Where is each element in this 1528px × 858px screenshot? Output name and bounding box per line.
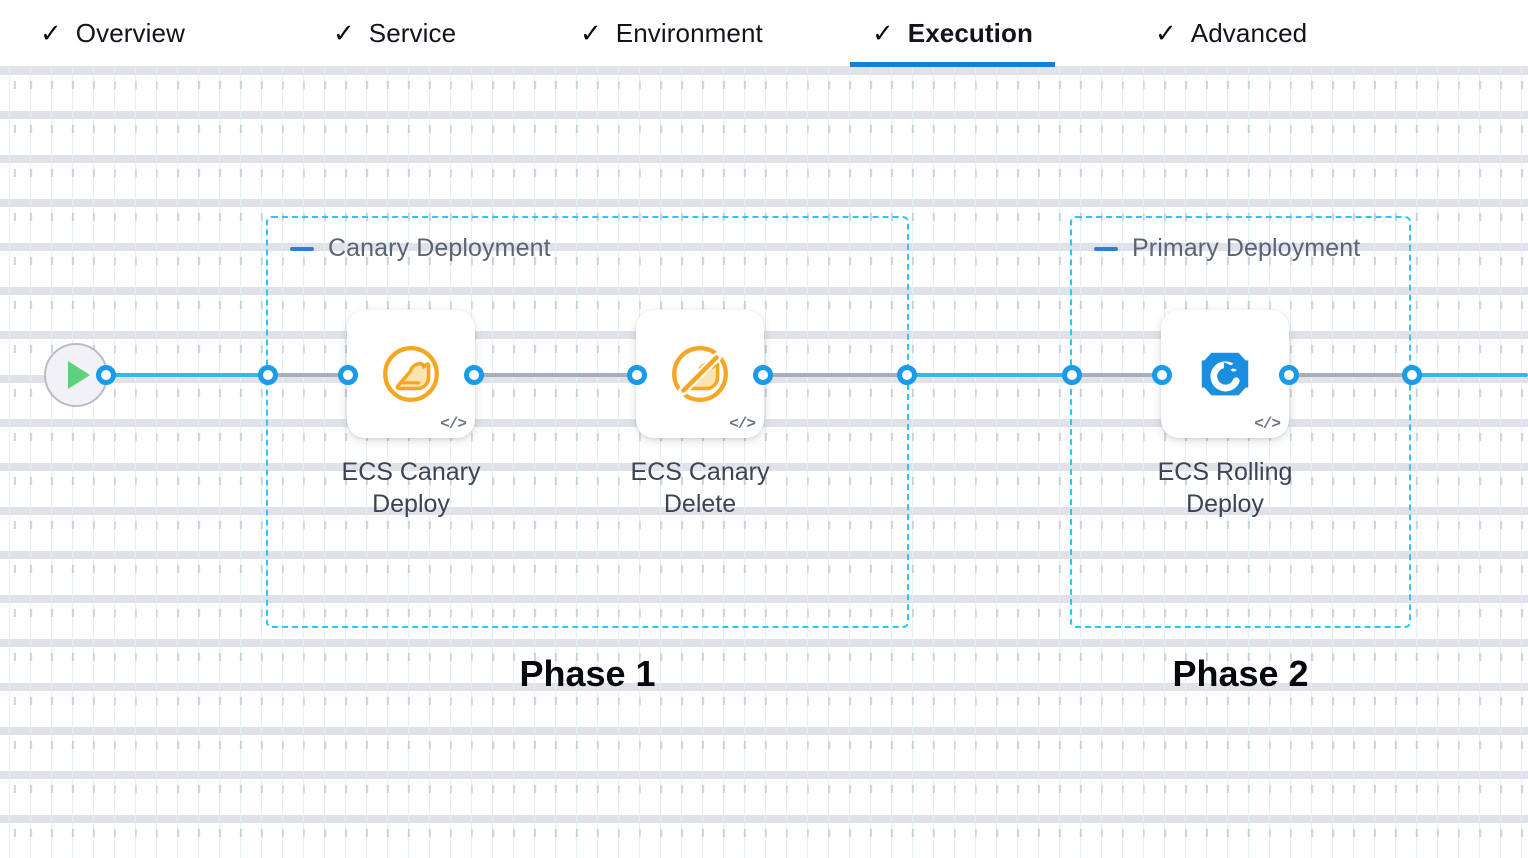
port-canary-delete-output[interactable] (753, 365, 773, 385)
check-icon: ✓ (333, 18, 355, 48)
edge-start-to-phase1 (104, 373, 276, 377)
port-phase1-entry[interactable] (258, 365, 278, 385)
tab-service[interactable]: ✓ Service (333, 0, 456, 67)
group-primary-deployment-title: Primary Deployment (1132, 234, 1361, 262)
check-icon: ✓ (1155, 18, 1177, 48)
port-phase1-exit[interactable] (897, 365, 917, 385)
tab-advanced-label: Advanced (1190, 17, 1308, 48)
port-phase2-entry[interactable] (1062, 365, 1082, 385)
step-ecs-canary-delete[interactable]: </> ECS Canary Delete (631, 310, 795, 520)
step-ecs-canary-delete-label: ECS Canary Delete (630, 458, 770, 518)
step-ecs-rolling-deploy-label: ECS Rolling Deploy (1157, 458, 1293, 518)
code-badge-icon[interactable]: </> (440, 415, 467, 433)
tab-execution-label: Execution (907, 17, 1033, 48)
edge-phase1-to-phase2 (908, 373, 1080, 377)
canary-bird-icon (383, 346, 439, 402)
port-rolling-deploy-input[interactable] (1152, 365, 1172, 385)
step-ecs-canary-deploy-card[interactable]: </> (347, 310, 475, 438)
step-ecs-canary-delete-card[interactable]: </> (636, 310, 764, 438)
code-badge-icon[interactable]: </> (1254, 415, 1281, 433)
edge-deploy-to-delete (478, 373, 644, 377)
group-primary-deployment-header: Primary Deployment (1094, 234, 1360, 263)
play-icon (68, 361, 90, 389)
canary-bird-delete-icon (672, 346, 728, 402)
tab-advanced[interactable]: ✓ Advanced (1155, 0, 1307, 67)
code-badge-icon[interactable]: </> (729, 415, 756, 433)
group-canary-deployment-title: Canary Deployment (328, 234, 551, 262)
tab-overview[interactable]: ✓ Overview (40, 0, 185, 67)
collapse-minus-icon[interactable] (1094, 246, 1118, 251)
step-ecs-canary-deploy-label: ECS Canary Deploy (341, 458, 481, 518)
tab-environment[interactable]: ✓ Environment (580, 0, 763, 67)
group-canary-deployment-header: Canary Deployment (290, 234, 551, 263)
port-phase2-exit[interactable] (1402, 365, 1422, 385)
check-icon: ✓ (872, 18, 894, 48)
phase-1-label: Phase 1 (519, 653, 656, 694)
tab-service-label: Service (368, 17, 457, 48)
check-icon: ✓ (40, 18, 62, 48)
edge-delete-to-phase1-exit (766, 373, 914, 377)
collapse-minus-icon[interactable] (290, 246, 314, 251)
step-ecs-canary-deploy[interactable]: </> ECS Canary Deploy (342, 310, 506, 520)
edge-phase2-exit-to-next (1412, 373, 1528, 377)
group-primary-deployment[interactable]: Primary Deployment (1070, 216, 1411, 628)
check-icon: ✓ (580, 18, 602, 48)
port-canary-deploy-output[interactable] (464, 365, 484, 385)
port-start-output[interactable] (96, 365, 116, 385)
tab-execution[interactable]: ✓ Execution (850, 0, 1055, 67)
group-canary-deployment[interactable]: Canary Deployment (266, 216, 909, 628)
tab-overview-label: Overview (75, 17, 185, 48)
phase-2-label: Phase 2 (1172, 653, 1309, 694)
ecs-rolling-deploy-icon (1201, 352, 1249, 396)
tab-environment-label: Environment (615, 17, 763, 48)
edge-phase1-entry-to-deploy (274, 373, 356, 377)
step-ecs-rolling-deploy[interactable]: </> ECS Rolling Deploy (1158, 310, 1320, 520)
wizard-tab-bar: ✓ Overview ✓ Service ✓ Environment ✓ Exe… (0, 0, 1528, 67)
port-canary-delete-input[interactable] (627, 365, 647, 385)
edge-rolling-to-phase2-exit (1292, 373, 1418, 377)
pipeline-canvas[interactable]: Canary Deployment Phase 1 Primary Deploy… (0, 67, 1528, 858)
edge-phase2-entry-to-rolling (1078, 373, 1168, 377)
step-ecs-rolling-deploy-card[interactable]: </> (1161, 310, 1289, 438)
port-rolling-deploy-output[interactable] (1279, 365, 1299, 385)
port-canary-deploy-input[interactable] (338, 365, 358, 385)
